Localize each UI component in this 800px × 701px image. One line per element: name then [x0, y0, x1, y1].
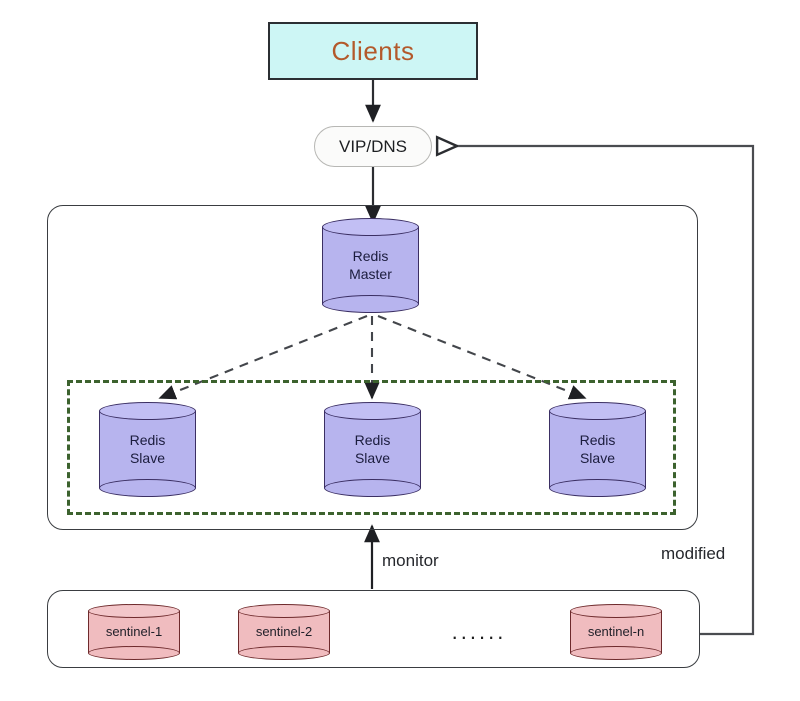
- cylinder-body: [549, 411, 646, 488]
- vip-dns-label: VIP/DNS: [338, 137, 408, 156]
- cylinder-bottom: [570, 646, 662, 660]
- sentinel-ellipsis: ......: [451, 619, 507, 644]
- cylinder-top: [88, 604, 180, 618]
- cylinder-bottom: [238, 646, 330, 660]
- cylinder-top: [99, 402, 196, 420]
- redis-slave-3-node[interactable]: Redis Slave: [549, 402, 646, 497]
- redis-slaves-dashed-group: [67, 380, 676, 515]
- sentinel-2-node[interactable]: sentinel-2: [238, 604, 330, 660]
- sentinel-1-label: sentinel-1: [105, 623, 163, 639]
- redis-slave-2-label: Redis Slave: [354, 432, 391, 466]
- modified-edge-label: modified: [661, 544, 726, 563]
- redis-master-node[interactable]: Redis Master: [322, 218, 419, 313]
- cylinder-bottom: [322, 295, 419, 313]
- redis-slave-1-label: Redis Slave: [129, 432, 166, 466]
- monitor-edge-label: monitor: [382, 551, 439, 570]
- sentinel-2-label: sentinel-2: [255, 623, 313, 639]
- cylinder-bottom: [324, 479, 421, 497]
- redis-cluster-group: [47, 205, 698, 530]
- cylinder-top: [324, 402, 421, 420]
- clients-box[interactable]: Clients: [268, 22, 478, 80]
- cylinder-top: [238, 604, 330, 618]
- cylinder-bottom: [88, 646, 180, 660]
- sentinel-n-label: sentinel-n: [587, 623, 645, 639]
- redis-slave-1-node[interactable]: Redis Slave: [99, 402, 196, 497]
- redis-master-label: Redis Master: [349, 248, 392, 282]
- cylinder-body: [324, 411, 421, 488]
- cylinder-body: [322, 227, 419, 304]
- sentinel-1-node[interactable]: sentinel-1: [88, 604, 180, 660]
- cylinder-body: [99, 411, 196, 488]
- redis-slave-3-label: Redis Slave: [579, 432, 616, 466]
- redis-slave-2-node[interactable]: Redis Slave: [324, 402, 421, 497]
- vip-dns-node[interactable]: VIP/DNS: [314, 126, 432, 167]
- sentinel-n-node[interactable]: sentinel-n: [570, 604, 662, 660]
- clients-label: Clients: [331, 36, 415, 66]
- cylinder-bottom: [99, 479, 196, 497]
- sentinel-cluster-group: [47, 590, 700, 668]
